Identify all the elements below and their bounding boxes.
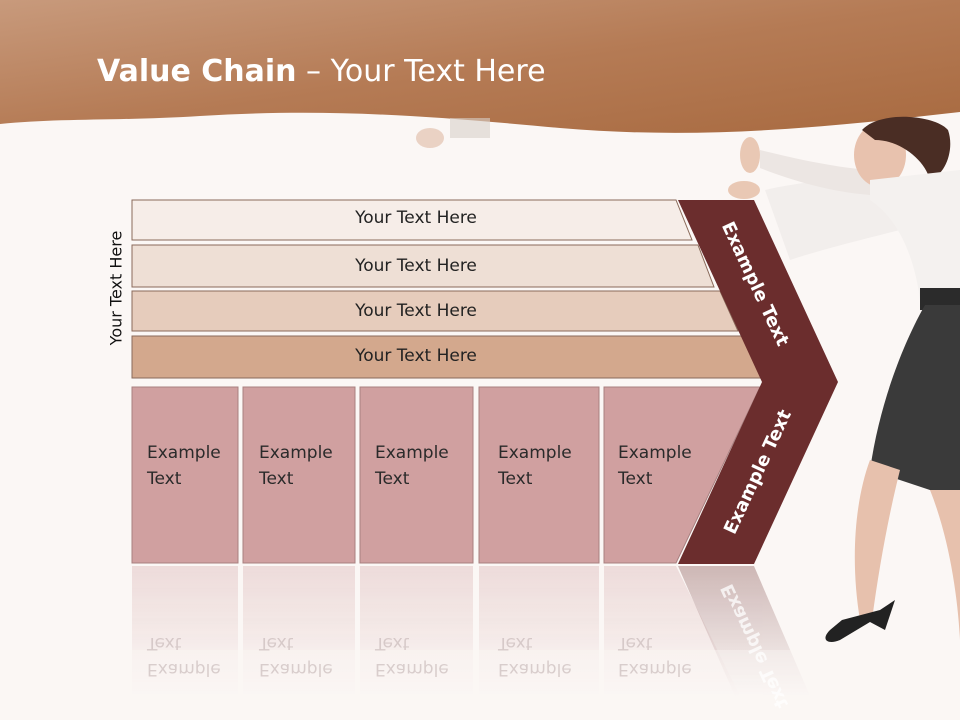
- header-band: [0, 0, 960, 133]
- band-label-3: Your Text Here: [355, 301, 477, 321]
- band-2: [131, 244, 715, 288]
- cell-4: [478, 386, 600, 564]
- band-1: [131, 199, 693, 241]
- cell-3: [359, 386, 474, 564]
- cell-2: [242, 386, 356, 564]
- band-label-2: Your Text Here: [355, 256, 477, 276]
- side-label: Your Text Here: [106, 230, 126, 346]
- band-3: [131, 290, 739, 332]
- cell-5: [603, 386, 761, 564]
- cell-1: [131, 386, 239, 564]
- chevron-arrow: [678, 200, 838, 564]
- reflection: [132, 566, 810, 696]
- slide-title: Value Chain – Your Text Here: [97, 54, 546, 89]
- band-label-1: Your Text Here: [355, 208, 477, 228]
- band-label-4: Your Text Here: [355, 346, 477, 366]
